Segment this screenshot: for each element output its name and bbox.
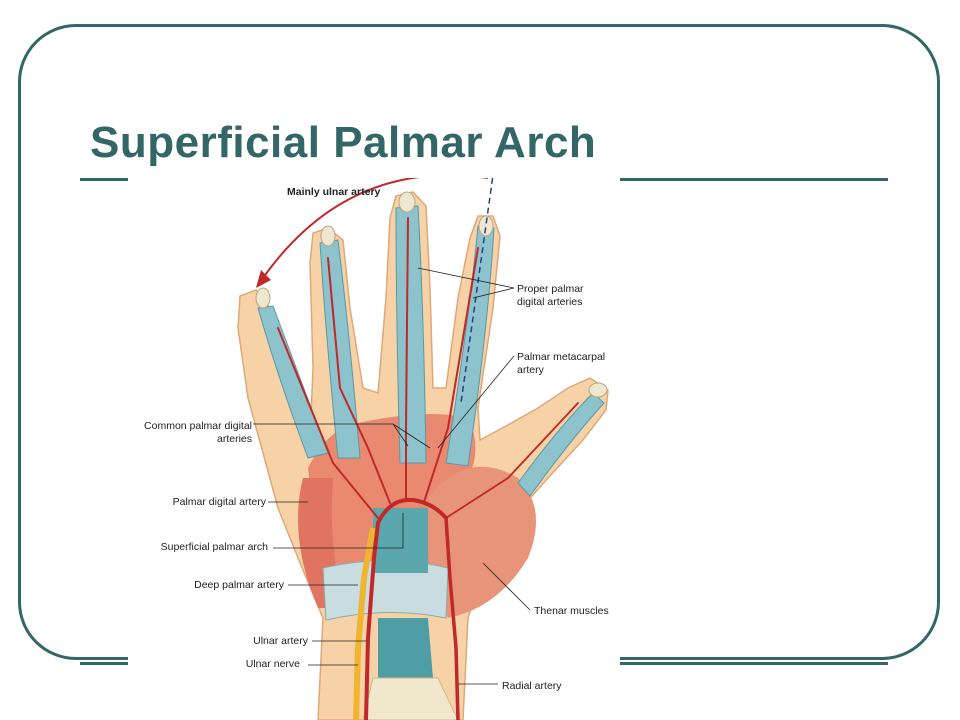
ulnar-artery-path	[364, 521, 380, 720]
bottom-rule-left	[80, 662, 128, 665]
ulnar-nerve-shape	[353, 527, 376, 720]
bottom-rule-right	[620, 662, 888, 665]
arteries	[277, 217, 579, 720]
title-rule-right	[620, 178, 888, 181]
flexor-retinaculum	[322, 508, 459, 720]
label-proper-palmar-line1: Proper palmar	[517, 283, 584, 295]
thenar-muscles-shape	[427, 466, 536, 618]
label-palmar-digital-artery: Palmar digital artery	[172, 496, 266, 508]
title-rule-left	[80, 178, 128, 181]
hand-anatomy-svg	[237, 178, 609, 720]
label-ulnar-nerve: Ulnar nerve	[245, 658, 300, 670]
hand-illustration: Mainly ulnar artery Proper palmar digita…	[128, 178, 620, 720]
label-mainly-ulnar-artery: Mainly ulnar artery	[287, 186, 381, 198]
label-palmar-metacarpal-line1: Palmar metacarpal	[517, 351, 606, 363]
label-proper-palmar-digital-arteries: Proper palmar digital arteries	[517, 283, 584, 309]
label-radial-artery: Radial artery	[502, 680, 562, 692]
label-deep-palmar-artery: Deep palmar artery	[194, 579, 284, 591]
finger-tendons	[257, 205, 605, 497]
ulnar-supply-arrow	[256, 178, 488, 288]
slide-title: Superficial Palmar Arch	[90, 118, 597, 167]
finger-bones	[255, 191, 608, 398]
label-common-palmar-line1: Common palmar digital	[144, 420, 252, 432]
label-palmar-metacarpal-line2: artery	[517, 364, 544, 376]
radial-artery-path	[444, 516, 460, 720]
label-palmar-metacarpal-artery: Palmar metacarpal artery	[517, 351, 605, 377]
label-ulnar-artery: Ulnar artery	[253, 635, 308, 647]
label-thenar-muscles: Thenar muscles	[534, 605, 609, 617]
label-proper-palmar-line2: digital arteries	[517, 296, 583, 308]
label-superficial-palmar-arch: Superficial palmar arch	[160, 541, 268, 553]
label-common-palmar-digital-arteries: Common palmar digital arteries	[120, 420, 252, 446]
label-common-palmar-line2: arteries	[216, 433, 252, 445]
superficial-arch-path	[376, 497, 448, 525]
leader-lines	[253, 267, 531, 685]
